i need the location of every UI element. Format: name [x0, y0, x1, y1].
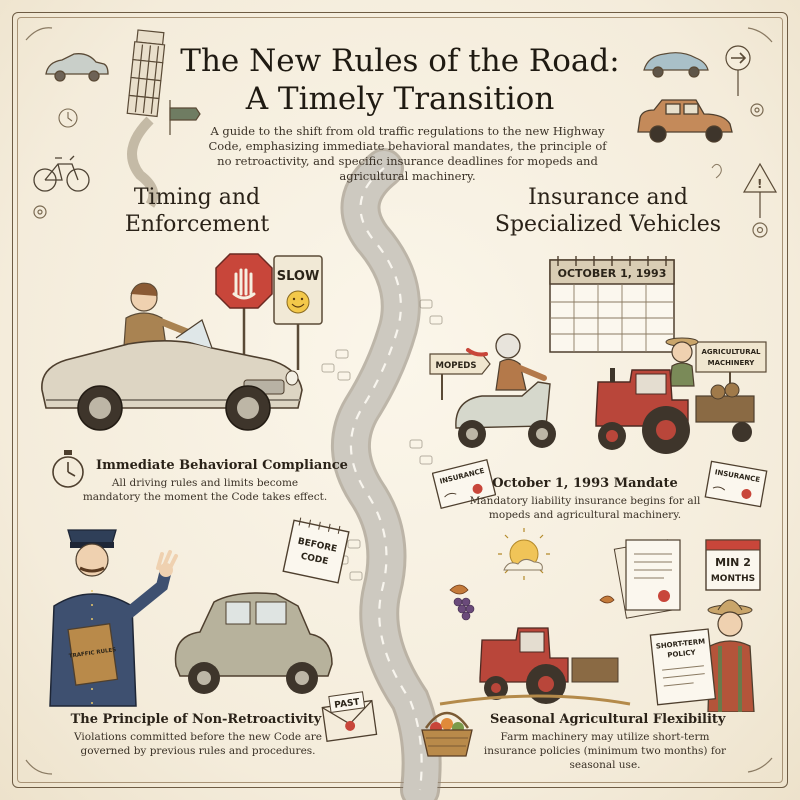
bicycle-icon [33, 155, 90, 192]
convertible-car-icon [41, 319, 303, 431]
title-line-2: A Timely Transition [245, 81, 555, 117]
seasonal-flexibility-desc: Farm machinery may utilize short-term in… [483, 731, 727, 771]
signpost-icon [169, 100, 201, 135]
harvest-basket-icon [421, 711, 473, 757]
small-car-icon [45, 53, 109, 82]
traffic-rules-book-icon: TRAFFIC RULES [67, 623, 119, 686]
non-retroactivity-title: The Principle of Non-Retroactivity [70, 712, 322, 727]
grapes-icon [453, 597, 475, 621]
clock-doodle-icon [58, 108, 78, 128]
title-line-1: The New Rules of the Road: [180, 43, 620, 79]
seasonal-farm-illustration: MIN 2 MONTHS [420, 528, 770, 712]
moped-rider-icon [455, 333, 556, 448]
farmer-figure [665, 337, 699, 387]
agri-sign-line2: MACHINERY [708, 359, 756, 367]
min-months-line1: MIN 2 [715, 556, 751, 569]
insurance-document-left-icon: INSURANCE [432, 458, 496, 510]
gear-icon [33, 103, 768, 238]
section-heading-insurance-line2: Specialized Vehicles [494, 212, 722, 237]
agricultural-sign: AGRICULTURAL MACHINERY [695, 341, 767, 390]
section-heading-insurance: Insurance and Specialized Vehicles [478, 184, 738, 238]
officer-car-illustration: TRAFFIC RULES BEFORE CODE [36, 516, 366, 708]
leaf-doodle [449, 584, 615, 604]
short-term-policy-document: SHORT-TERM POLICY [649, 628, 717, 706]
driver-figure [123, 282, 196, 347]
moped-tractor-illustration: OCTOBER 1, 1993 MOPEDS [426, 250, 770, 480]
page-title: The New Rules of the Road: A Timely Tran… [150, 42, 650, 118]
old-car-icon [174, 592, 333, 694]
section-heading-timing-line2: Enforcement [124, 212, 270, 237]
documents-stack-icon [613, 539, 681, 619]
past-envelope-text: PAST [334, 697, 361, 711]
page-subtitle: A guide to the shift from old traffic re… [208, 124, 607, 183]
blue-car-icon [643, 52, 709, 78]
convertible-car-illustration: SLOW [36, 250, 356, 450]
agri-sign-line1: AGRICULTURAL [701, 348, 761, 356]
behavioral-compliance-desc: All driving rules and limits become mand… [82, 477, 328, 503]
leaning-tower-icon [126, 29, 166, 118]
sun-icon [498, 528, 550, 580]
stopwatch-icon [52, 450, 84, 488]
warning-sign-icon: ! [742, 162, 778, 218]
before-code-calendar-icon: BEFORE CODE [282, 517, 350, 584]
section-heading-timing-line1: Timing and [133, 185, 261, 210]
section-heading-timing: Timing and Enforcement [92, 184, 302, 238]
behavioral-compliance-title: Immediate Behavioral Compliance [96, 458, 348, 473]
calendar-date-text: OCTOBER 1, 1993 [558, 267, 667, 280]
red-tractor-icon [595, 368, 755, 454]
svg-text:!: ! [757, 177, 762, 191]
swirl-doodle [711, 163, 722, 179]
section-heading-insurance-line1: Insurance and [528, 185, 688, 210]
cloud-doodle [503, 558, 543, 571]
seasonal-flexibility-title: Seasonal Agricultural Flexibility [490, 712, 726, 727]
page-frame-inner [17, 17, 783, 783]
past-envelope-icon: PAST [321, 691, 378, 743]
page-frame [12, 12, 788, 788]
corner-flourish [25, 27, 773, 775]
non-retroactivity-desc: Violations committed before the new Code… [74, 731, 322, 757]
slow-sign-text: SLOW [277, 269, 320, 284]
policy-line2: POLICY [667, 648, 697, 659]
slow-sign: SLOW [273, 255, 323, 370]
calendar-icon: OCTOBER 1, 1993 [549, 256, 675, 353]
min-months-calendar-icon: MIN 2 MONTHS [705, 539, 761, 591]
min-months-line2: MONTHS [711, 574, 755, 584]
mopeds-sign: MOPEDS [429, 353, 491, 400]
vintage-car-icon [637, 99, 733, 143]
arrow-sign-icon [725, 45, 751, 96]
mandate-title: October 1, 1993 Mandate [492, 476, 678, 491]
mandate-desc: Mandatory liability insurance begins for… [469, 495, 701, 521]
insurance-document-right-icon: INSURANCE [704, 460, 768, 508]
mopeds-sign-text: MOPEDS [436, 361, 477, 371]
farmer-with-policy-figure [707, 599, 755, 712]
lane-doodle [127, 116, 159, 208]
small-tractor-icon [439, 627, 631, 706]
